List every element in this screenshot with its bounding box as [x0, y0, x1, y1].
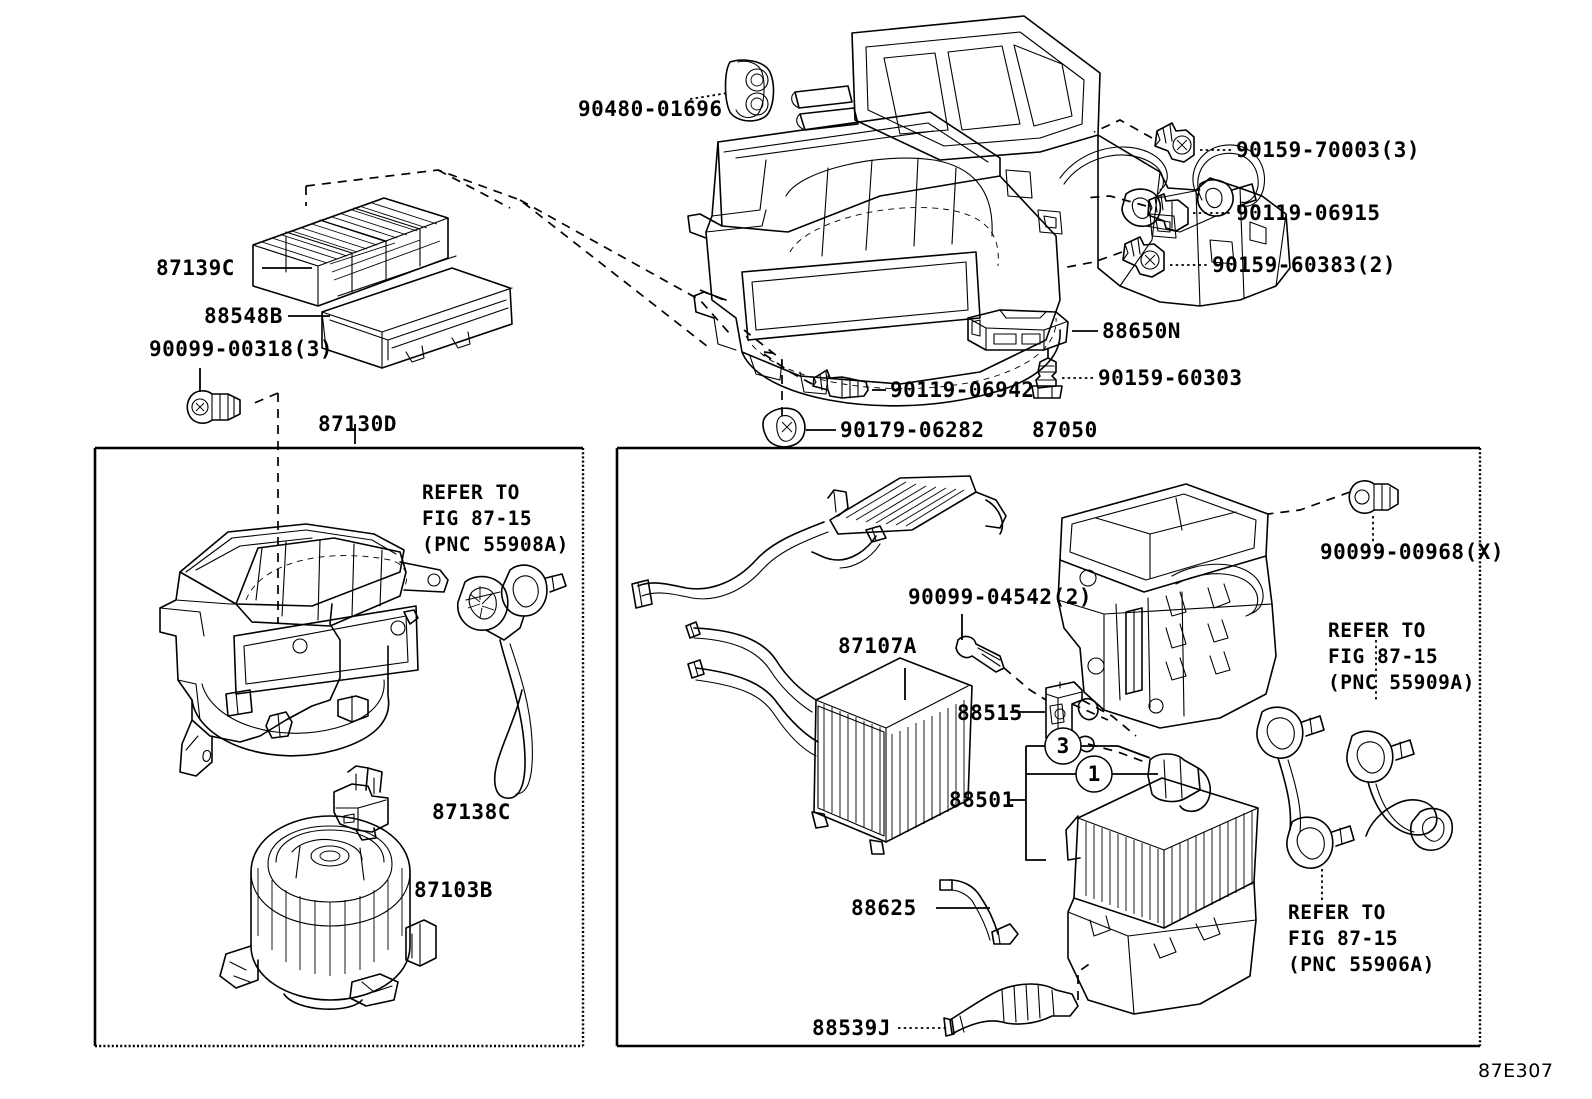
label-90179-06282: 90179-06282: [840, 418, 985, 442]
heater-unit-drawing: [687, 15, 1291, 407]
cabin-filter-drawing: [252, 169, 731, 369]
label-90159-60383: 90159-60383(2): [1212, 253, 1397, 277]
label-88650N: 88650N: [1102, 319, 1181, 343]
label-87107A: 87107A: [838, 634, 917, 658]
label-90099-00318: 90099-00318(3): [149, 337, 334, 361]
label-90159-60303: 90159-60303: [1098, 366, 1243, 390]
label-90159-70003: 90159-70003(3): [1236, 138, 1421, 162]
label-88515: 88515: [957, 701, 1023, 725]
blower-assembly-drawing: [159, 392, 567, 1010]
right-panel-frame: [615, 446, 1482, 1048]
label-87103B: 87103B: [414, 878, 493, 902]
figure-code: 87E307: [1478, 1060, 1554, 1082]
label-87130D: 87130D: [318, 412, 397, 436]
evaporator-heater-drawing: 3 1: [631, 475, 1453, 1037]
leader-lines-top: [199, 92, 1232, 444]
label-87139C: 87139C: [156, 256, 235, 280]
label-90480-01696: 90480-01696: [578, 97, 723, 121]
label-refer-55906a-line2: FIG 87-15: [1288, 927, 1399, 950]
fastener-icons: [186, 119, 1195, 448]
label-90099-04542: 90099-04542(2): [908, 585, 1093, 609]
label-refer-55909a-line1: REFER TO: [1328, 619, 1426, 642]
balloon-number-3: 3: [1057, 734, 1070, 758]
label-refer-55906a-line3: (PNC 55906A): [1288, 953, 1435, 976]
label-88548B: 88548B: [204, 304, 283, 328]
left-panel-frame: [93, 446, 585, 1048]
label-refer-55908a-line1: REFER TO: [422, 481, 520, 504]
label-90119-06942: 90119-06942: [890, 378, 1035, 402]
label-90119-06915: 90119-06915: [1236, 201, 1381, 225]
label-refer-55906a-line1: REFER TO: [1288, 901, 1386, 924]
label-90099-00968: 90099-00968(X): [1320, 540, 1505, 564]
label-refer-55909a-line2: FIG 87-15: [1328, 645, 1439, 668]
label-87138C: 87138C: [432, 800, 511, 824]
label-88539J: 88539J: [812, 1016, 891, 1040]
label-87050: 87050: [1032, 418, 1098, 442]
label-88501: 88501: [949, 788, 1015, 812]
label-refer-55908a-line3: (PNC 55908A): [422, 533, 569, 556]
label-88625: 88625: [851, 896, 917, 920]
label-refer-55909a-line3: (PNC 55909A): [1328, 671, 1475, 694]
label-refer-55908a-line2: FIG 87-15: [422, 507, 533, 530]
balloon-number-1: 1: [1088, 762, 1101, 786]
